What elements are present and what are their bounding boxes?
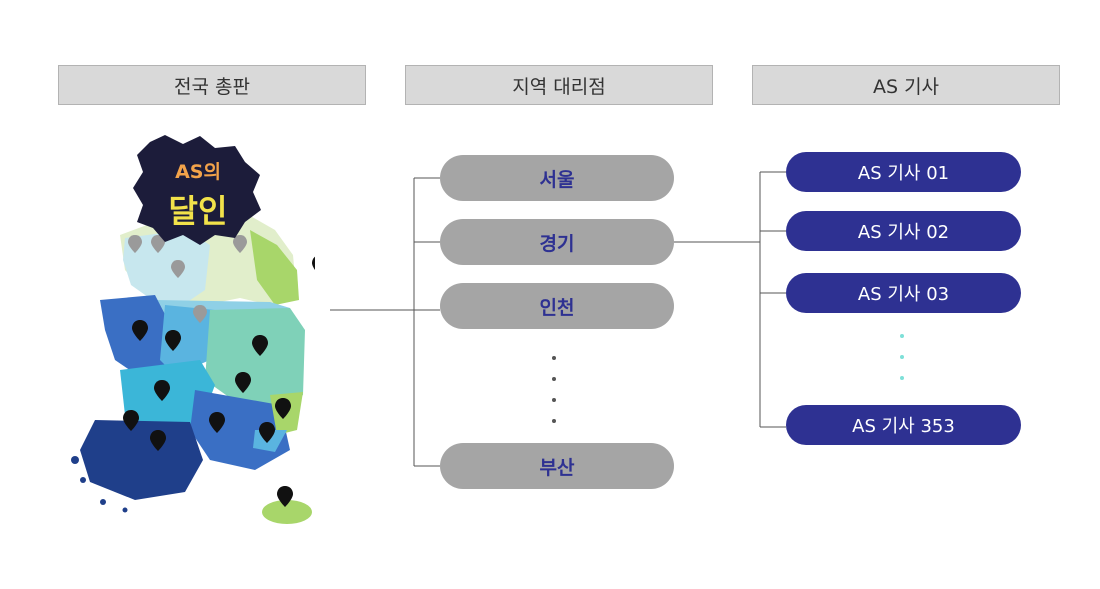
ellipsis-dot [552,419,556,423]
agency-seoul[interactable]: 서울 [440,155,674,201]
header-national: 전국 총판 [58,65,366,105]
map-pin-icon [252,335,268,356]
ellipsis-dot [900,355,904,359]
badge-line2: 달인 [169,192,228,230]
ellipsis-dot [900,376,904,380]
ellipsis-dot [900,334,904,338]
map-pin-icon [132,320,148,341]
header-as: AS 기사 [752,65,1060,105]
map-pin-icon [154,380,170,401]
map-pin-icon [233,235,247,253]
header-regional: 지역 대리점 [405,65,713,105]
tech-03[interactable]: AS 기사 03 [786,273,1021,313]
ellipsis-dot [552,356,556,360]
map-pin-icon [193,305,207,323]
agency-incheon[interactable]: 인천 [440,283,674,329]
map-pin-icon [209,412,225,433]
map-pin-icon [150,430,166,451]
agency-gyeonggi[interactable]: 경기 [440,219,674,265]
jeju-island [262,500,312,524]
map-pin-icon [171,260,185,278]
map-pin-icon [151,235,165,253]
badge-line1: AS의 [175,161,221,183]
map-pin-icon [275,398,291,419]
map-pin-icon [123,410,139,431]
map-pin-icon [165,330,181,351]
map-pin-icon [277,486,293,507]
tech-353[interactable]: AS 기사 353 [786,405,1021,445]
tech-02[interactable]: AS 기사 02 [786,211,1021,251]
ellipsis-dot [552,377,556,381]
tech-01[interactable]: AS 기사 01 [786,152,1021,192]
ellipsis-dot [552,398,556,402]
agency-busan[interactable]: 부산 [440,443,674,489]
map-pin-icon [235,372,251,393]
map-pin-icon [312,256,315,270]
map-pin-icon [259,422,275,443]
as-master-badge: AS의 달인 [133,135,261,245]
korea-map-illustration: AS의 달인 [71,135,315,524]
map-pin-icon [128,235,142,253]
